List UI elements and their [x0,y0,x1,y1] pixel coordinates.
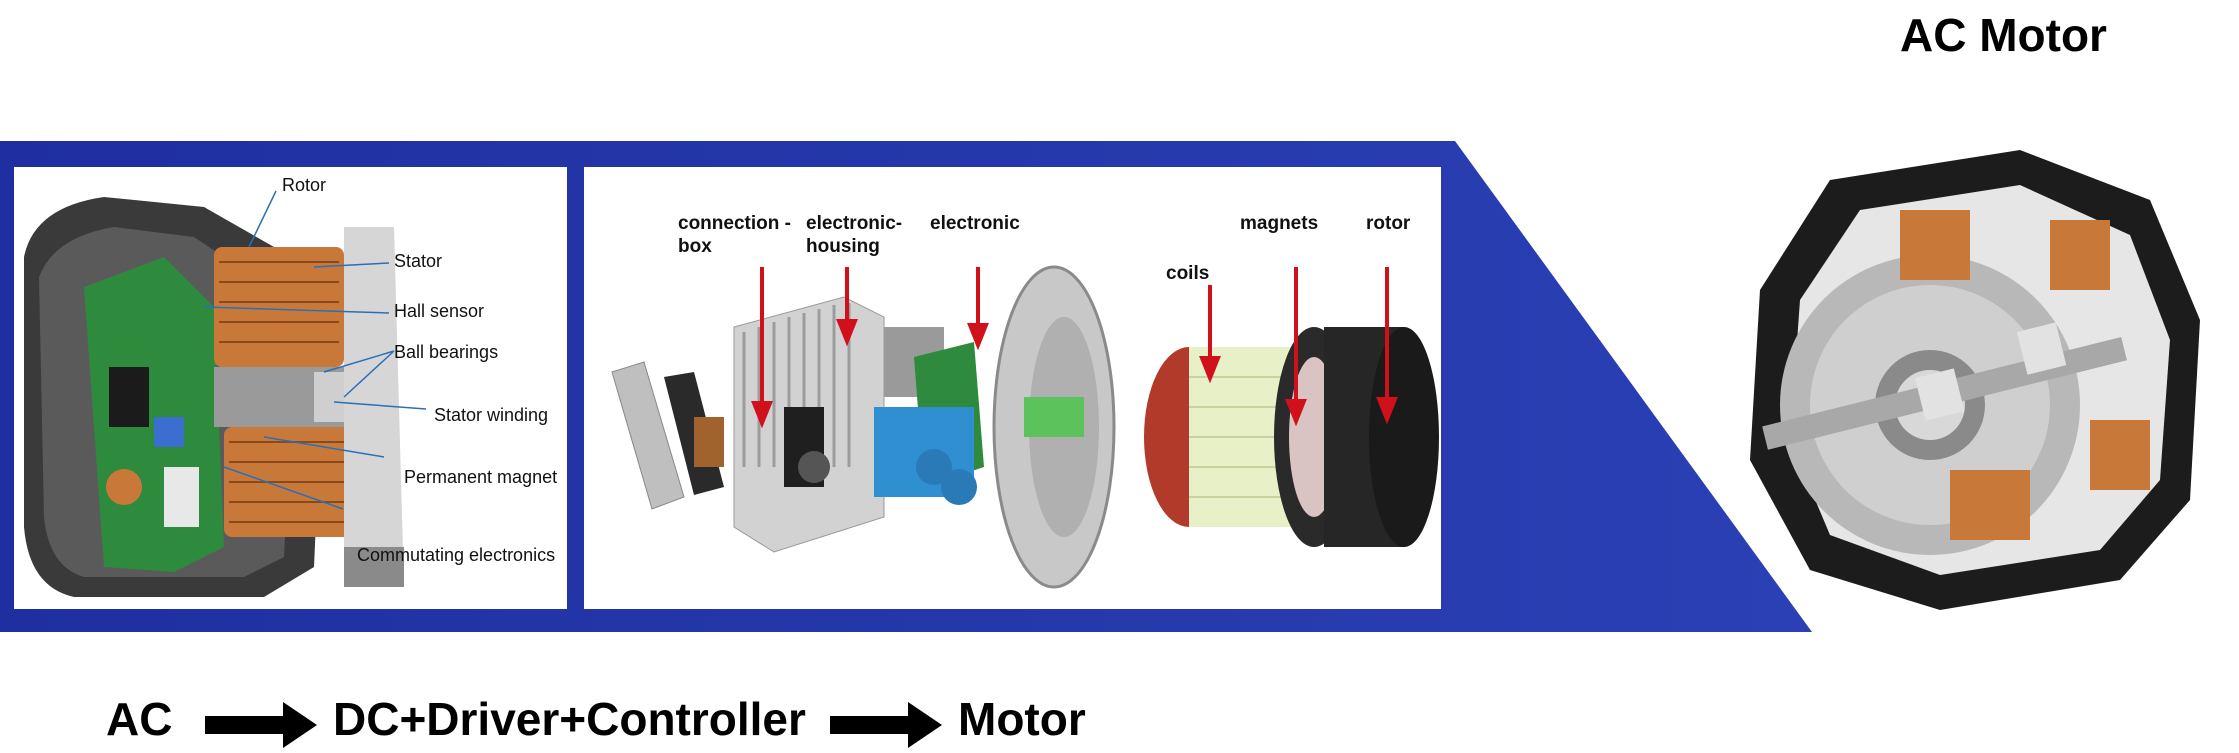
page-title: AC Motor [1900,9,2107,61]
label-electronic: electronic [930,213,1020,234]
label-hall-sensor: Hall sensor [394,301,485,321]
flow-step-ac: AC [106,693,173,745]
label-commutating-electronics: Commutating electronics [357,545,556,565]
label-connection-box: connection - box [678,213,791,257]
exploded-motor-panel: connection - box electronic- housing ele… [584,167,1441,609]
flow-step-dc-driver-controller: DC+Driver+Controller [333,693,806,745]
label-magnets: magnets [1240,213,1319,234]
flow-arrow-2-icon [830,702,942,748]
label-rotor: Rotor [282,175,327,195]
label-ball-bearings: Ball bearings [394,342,499,362]
label-stator-winding: Stator winding [434,405,549,425]
label-electronic-housing: electronic- housing [806,213,903,257]
flow-arrow-1-icon [205,702,317,748]
label-rotor-mid: rotor [1366,213,1411,234]
label-stator: Stator [394,251,443,271]
label-coils: coils [1166,263,1210,284]
exploded-motor-illustration [611,265,1439,589]
cutaway-motor-illustration [24,190,427,597]
label-permanent-magnet: Permanent magnet [404,467,558,487]
flow-step-motor: Motor [958,693,1086,745]
ac-motor-illustration [1720,140,2220,630]
cutaway-motor-panel: Rotor Stator Hall sensor Ball bearings S… [14,167,567,609]
